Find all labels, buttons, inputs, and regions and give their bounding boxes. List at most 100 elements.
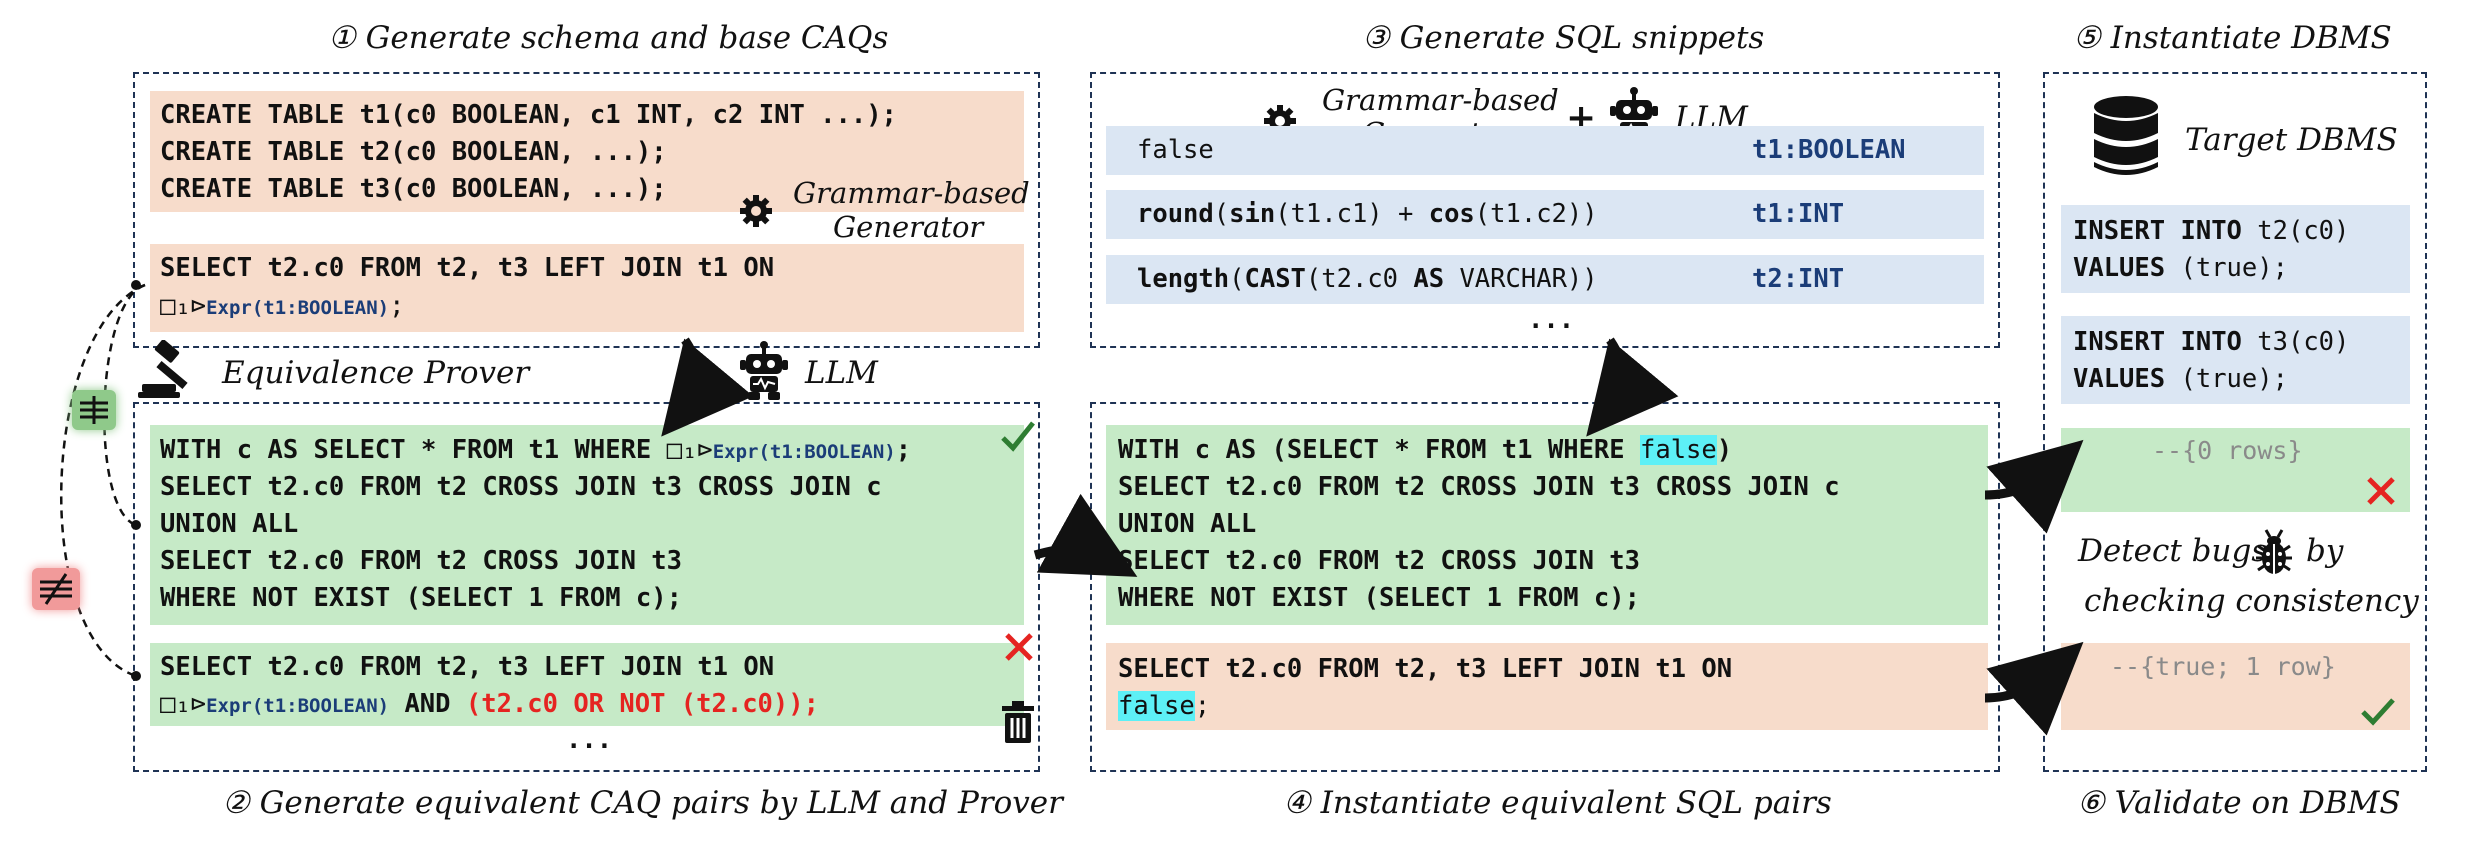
arrow-down-2	[1586, 337, 1679, 437]
schema-line-2: CREATE TABLE t2(c0 BOOLEAN, ...);	[160, 137, 667, 167]
snippet-type-3: t2:INT	[1752, 264, 1845, 294]
insert-block-2	[2061, 316, 2410, 404]
instantiated-equivalent-block	[1106, 425, 1988, 625]
detect-bugs-label-a: Detect bugs	[2078, 533, 2268, 569]
and-keyword: AND	[389, 689, 466, 719]
database-icon	[2092, 95, 2160, 179]
gear-icon	[738, 193, 774, 229]
prover-label: Equivalence Prover	[222, 355, 530, 391]
non-equivalence-bracket	[60, 283, 146, 678]
hole-symbol: □₁⊳	[160, 291, 207, 321]
equivalent-icon	[72, 390, 116, 430]
snippets-panel	[1090, 72, 2000, 348]
arrow-right-3	[1984, 641, 2084, 736]
schema-panel	[133, 72, 1040, 348]
insert-block-1	[2061, 205, 2410, 293]
instantiated-line-5: WHERE NOT EXIST (SELECT 1 FROM c);	[1118, 583, 1640, 613]
equivalent-caq-line-3: UNION ALL	[160, 509, 299, 539]
expr-placeholder: Expr(t1:BOOLEAN)	[206, 297, 390, 319]
insert1-line-1: INSERT INTO t2(c0)	[2073, 216, 2350, 246]
bracket-dot	[131, 671, 141, 681]
expr-placeholder: Expr(t1:BOOLEAN)	[206, 695, 390, 717]
arrow-right-2	[1984, 439, 2084, 534]
detect-bugs-label-b: by	[2306, 533, 2344, 569]
grammar-generator-label-2: Generator	[833, 210, 984, 244]
step2-header: ② Generate equivalent CAQ pairs by LLM a…	[222, 785, 1063, 821]
ellipsis-1: ...	[566, 725, 613, 755]
highlighted-snippet: false	[1639, 435, 1717, 465]
schema-line-1: CREATE TABLE t1(c0 BOOLEAN, c1 INT, c2 I…	[160, 100, 897, 130]
equivalent-caq-line-1: WITH c AS SELECT * FROM t1 WHERE □₁⊳Expr…	[160, 432, 911, 471]
schema-block	[150, 91, 1024, 212]
inst-base-end: ;	[1194, 691, 1211, 721]
snippet-row-3	[1106, 255, 1984, 304]
eq-line1-text: WITH c AS SELECT * FROM t1 WHERE	[160, 435, 667, 465]
inst-line1-end: )	[1716, 435, 1733, 465]
bug-icon	[2252, 524, 2296, 576]
dbms-panel	[2043, 72, 2427, 772]
base-caq-line-2: □₁⊳Expr(t1:BOOLEAN);	[160, 288, 404, 327]
not-equivalent-icon	[32, 568, 80, 610]
snippet-expr-1: false	[1137, 135, 1214, 165]
base-caq-end: ;	[389, 291, 405, 321]
equivalent-pairs-panel	[133, 402, 1040, 772]
bracket-dot	[131, 520, 141, 530]
trash-icon	[1000, 700, 1036, 744]
equivalent-caq-block	[150, 425, 1024, 625]
checkmark-icon	[1000, 418, 1036, 452]
snippet-row-2	[1106, 190, 1984, 239]
equivalent-caq-line-2: SELECT t2.c0 FROM t2 CROSS JOIN t3 CROSS…	[160, 472, 882, 502]
grammar-generator-label-1: Grammar-based	[793, 176, 1030, 210]
result-1: --{0 rows}	[2152, 436, 2303, 465]
checkmark-icon	[2360, 696, 2396, 726]
step4-header: ④ Instantiate equivalent SQL pairs	[1283, 785, 1832, 821]
snippet-type-1: t1:BOOLEAN	[1752, 135, 1906, 165]
checking-consistency-label: checking consistency	[2084, 583, 2419, 619]
schema-line-3: CREATE TABLE t3(c0 BOOLEAN, ...);	[160, 174, 667, 204]
eq-line1-end: ;	[895, 435, 912, 465]
insert2-line-2: VALUES (true);	[2073, 364, 2288, 394]
step6-header: ⑥ Validate on DBMS	[2077, 785, 2401, 821]
instantiated-pairs-panel	[1090, 402, 2000, 772]
bracket-dot	[131, 280, 141, 290]
instantiated-base-line-1: SELECT t2.c0 FROM t2, t3 LEFT JOIN t1 ON	[1118, 654, 1733, 684]
arrow-down-1	[661, 337, 754, 437]
step3-header: ③ Generate SQL snippets	[1362, 20, 1765, 56]
redundant-predicate: (t2.c0 OR NOT (t2.c0));	[465, 689, 819, 719]
ellipsis-2: ...	[1528, 305, 1575, 335]
equivalent-caq-line-5: WHERE NOT EXIST (SELECT 1 FROM c);	[160, 583, 682, 613]
hole-symbol: □₁⊳	[160, 689, 207, 719]
non-equivalent-caq-line-1: SELECT t2.c0 FROM t2, t3 LEFT JOIN t1 ON	[160, 652, 775, 682]
non-equivalent-caq-block	[150, 643, 1024, 726]
insert2-line-1: INSERT INTO t3(c0)	[2073, 327, 2350, 357]
base-caq-line-1: SELECT t2.c0 FROM t2, t3 LEFT JOIN t1 ON	[160, 253, 775, 283]
snippet-type-2: t1:INT	[1752, 199, 1845, 229]
inst-line1-text: WITH c AS (SELECT * FROM t1 WHERE	[1118, 435, 1640, 465]
gavel-icon	[138, 339, 200, 400]
step1-header: ① Generate schema and base CAQs	[328, 20, 889, 56]
result-block-2	[2061, 643, 2410, 730]
snippet-row-1	[1106, 126, 1984, 175]
non-equivalent-caq-line-2: □₁⊳Expr(t1:BOOLEAN) AND (t2.c0 OR NOT (t…	[160, 686, 819, 725]
step5-header: ⑤ Instantiate DBMS	[2073, 20, 2392, 56]
snippet-expr-2: round(sin(t1.c1) + cos(t1.c2))	[1137, 199, 1598, 229]
result-2: --{true; 1 row}	[2110, 652, 2336, 681]
instantiated-base-line-2: false;	[1118, 688, 1210, 725]
hole-symbol: □₁⊳	[666, 435, 713, 465]
target-dbms-label: Target DBMS	[2185, 122, 2398, 158]
instantiated-base-block	[1106, 643, 1988, 730]
snippet-expr-3: length(CAST(t2.c0 AS VARCHAR))	[1137, 264, 1598, 294]
instantiated-line-1: WITH c AS (SELECT * FROM t1 WHERE false)	[1118, 432, 1732, 469]
equivalent-caq-line-4: SELECT t2.c0 FROM t2 CROSS JOIN t3	[160, 546, 682, 576]
grammar-generator-label-3: Grammar-based	[1322, 83, 1559, 117]
highlighted-snippet: false	[1118, 691, 1195, 721]
cross-icon	[2366, 476, 2396, 506]
llm-label-1: LLM	[805, 355, 878, 391]
result-block-1	[2061, 428, 2410, 512]
base-caq-block	[150, 244, 1024, 332]
arrow-right-1	[1033, 493, 1138, 577]
cross-icon	[1004, 632, 1034, 662]
expr-placeholder: Expr(t1:BOOLEAN)	[712, 441, 896, 463]
insert1-line-2: VALUES (true);	[2073, 253, 2288, 283]
